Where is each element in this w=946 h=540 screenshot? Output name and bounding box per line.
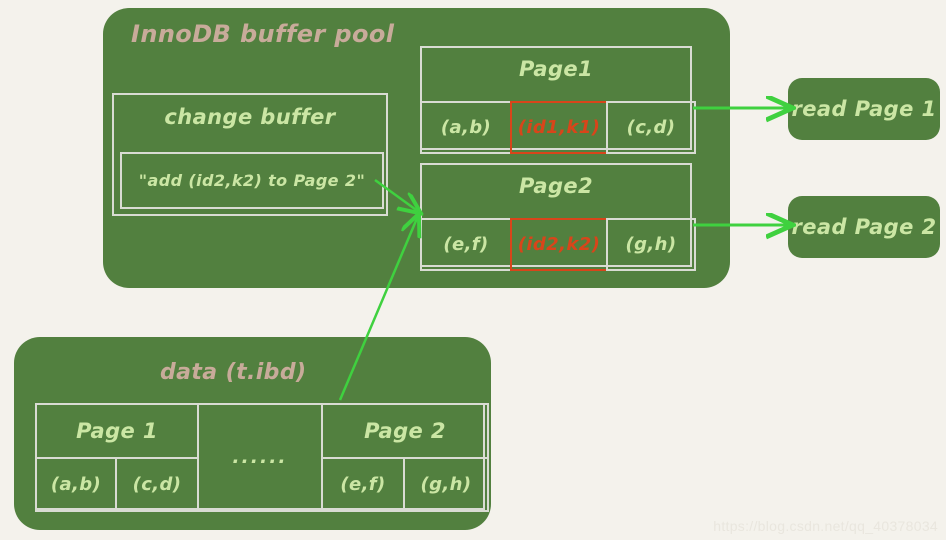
buffer-page2-cell-1-text: (id2,k2) [517, 233, 601, 255]
innodb-buffer-pool-panel: InnoDB buffer pool change buffer "add (i… [103, 8, 730, 288]
data-page1-cell-1-text: (c,d) [132, 473, 182, 495]
buffer-page2-cell-1: (id2,k2) [510, 218, 608, 271]
data-page2-cell-1-text: (g,h) [420, 473, 472, 495]
data-page1-title: Page 1 [76, 418, 158, 443]
buffer-page1-cell-0-text: (a,b) [440, 116, 492, 138]
buffer-page2-cell-2: (g,h) [606, 218, 696, 271]
watermark: https://blog.csdn.net/qq_40378034 [713, 518, 938, 534]
read-page1-node[interactable]: read Page 1 [788, 78, 940, 140]
buffer-page1-cell-2-text: (c,d) [626, 116, 676, 138]
data-ellipsis-cell: ...... [197, 403, 323, 512]
data-page1-header: Page 1 [35, 403, 199, 459]
buffer-page2-cell-2-text: (g,h) [625, 233, 677, 255]
buffer-page1-title: Page1 [518, 57, 594, 81]
data-page1-cell-0-text: (a,b) [50, 473, 102, 495]
data-file-panel: data (t.ibd) Page 1 (a,b) (c,d) ...... P… [14, 337, 491, 530]
buffer-page2-cell-0-text: (e,f) [443, 233, 489, 255]
data-page1-cell-1: (c,d) [115, 457, 199, 512]
buffer-page1-cell-0: (a,b) [420, 101, 512, 154]
buffer-page1-table: Page1 (a,b) (id1,k1) (c,d) [420, 46, 696, 154]
data-page2-header: Page 2 [321, 403, 489, 459]
data-file-table: Page 1 (a,b) (c,d) ...... Page 2 (e,f) (… [35, 403, 489, 512]
buffer-page2-table: Page2 (e,f) (id2,k2) (g,h) [420, 163, 696, 271]
change-buffer-title: change buffer [164, 105, 336, 129]
change-buffer-entry-box: "add (id2,k2) to Page 2" [120, 152, 384, 209]
buffer-page1-cell-1: (id1,k1) [510, 101, 608, 154]
data-page2-cell-0-text: (e,f) [340, 473, 386, 495]
buffer-page2-cell-0: (e,f) [420, 218, 512, 271]
read-page2-node[interactable]: read Page 2 [788, 196, 940, 258]
read-page1-label: read Page 1 [791, 96, 937, 121]
data-page2-cell-1: (g,h) [403, 457, 489, 512]
buffer-page1-cell-1-text: (id1,k1) [517, 116, 601, 138]
data-page2-title: Page 2 [364, 418, 446, 443]
change-buffer-entry-text: "add (id2,k2) to Page 2" [138, 170, 366, 190]
buffer-page2-title: Page2 [518, 174, 594, 198]
data-page2-cell-0: (e,f) [321, 457, 405, 512]
buffer-pool-title: InnoDB buffer pool [131, 20, 395, 48]
data-page1-cell-0: (a,b) [35, 457, 117, 512]
read-page2-label: read Page 2 [791, 214, 937, 239]
buffer-page1-cell-2: (c,d) [606, 101, 696, 154]
data-file-title: data (t.ibd) [160, 360, 307, 385]
data-ellipsis-text: ...... [232, 446, 288, 468]
change-buffer-box: change buffer "add (id2,k2) to Page 2" [112, 93, 388, 216]
